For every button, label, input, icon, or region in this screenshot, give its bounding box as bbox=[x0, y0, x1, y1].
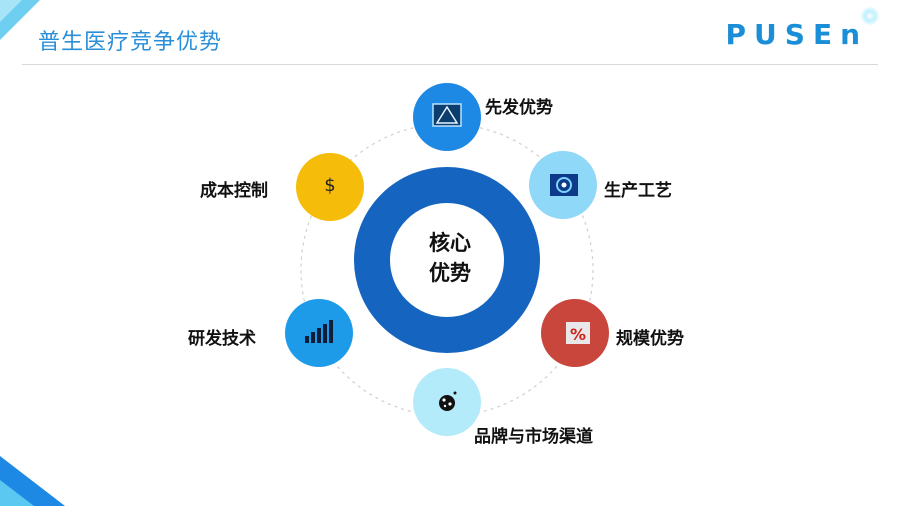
label-scale: 规模优势 bbox=[616, 329, 684, 349]
disco-ball-icon bbox=[439, 395, 455, 411]
node-first-mover bbox=[413, 83, 481, 151]
percent-icon bbox=[566, 322, 590, 344]
core-advantage-text: 核心 优势 bbox=[390, 228, 510, 288]
node-production-process bbox=[529, 151, 597, 219]
core-ring bbox=[354, 167, 540, 353]
label-brand-channel: 品牌与市场渠道 bbox=[474, 427, 593, 447]
node-scale: % bbox=[541, 299, 609, 367]
core-line-1: 核心 bbox=[429, 231, 471, 255]
sparkle-icon bbox=[860, 6, 880, 26]
label-production-process: 生产工艺 bbox=[604, 181, 672, 201]
node-circle-cost-control bbox=[296, 153, 364, 221]
core-line-2: 优势 bbox=[429, 261, 471, 285]
warning-triangle-icon bbox=[432, 103, 462, 127]
dollar-icon: $ bbox=[324, 175, 336, 196]
node-cost-control bbox=[296, 153, 364, 221]
label-cost-control: 成本控制 bbox=[200, 181, 268, 201]
brand-logo: PUSEn bbox=[725, 18, 868, 51]
corner-decoration-inner bbox=[0, 0, 22, 22]
svg-text:%: % bbox=[570, 325, 586, 344]
node-rnd bbox=[285, 299, 353, 367]
node-brand-channel bbox=[413, 368, 481, 436]
page-title: 普生医疗竞争优势 bbox=[38, 30, 223, 55]
bar-chart-icon bbox=[305, 320, 333, 343]
header-divider bbox=[22, 64, 878, 65]
label-first-mover: 先发优势 bbox=[485, 98, 553, 118]
label-rnd: 研发技术 bbox=[188, 329, 256, 349]
corner-decoration-bottom-inner bbox=[0, 480, 34, 506]
